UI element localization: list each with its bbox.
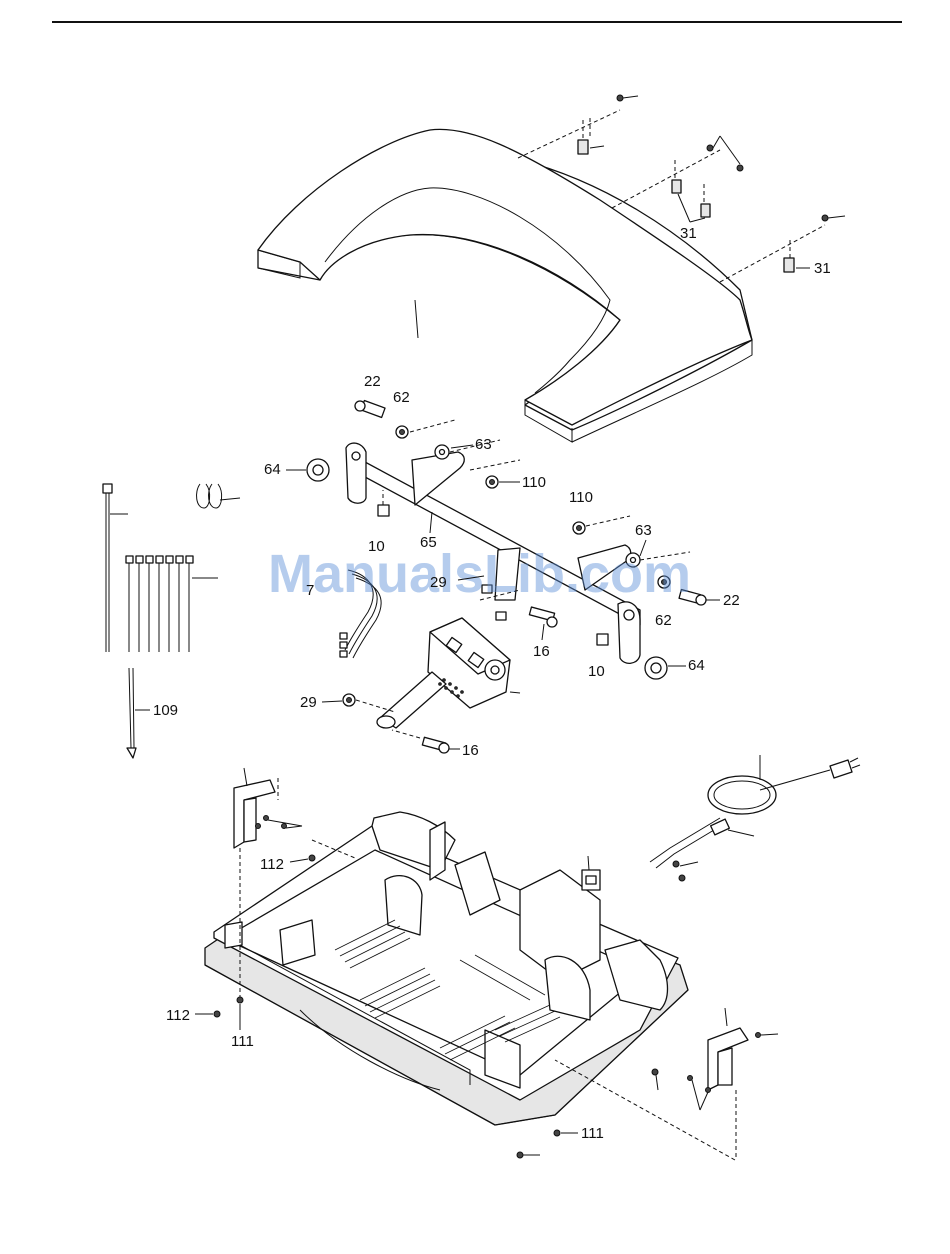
callout-110-middle: 110 xyxy=(569,489,593,506)
callout-29-lower: 29 xyxy=(300,694,317,711)
callout-7x: 7 xyxy=(306,582,314,599)
callout-16-upper: 16 xyxy=(533,643,550,660)
cable-ties xyxy=(103,484,240,652)
callout-63-right: 63 xyxy=(635,522,652,539)
motor-hood xyxy=(258,129,752,442)
callout-22-left: 22 xyxy=(364,373,381,390)
power-cord xyxy=(650,755,860,881)
callout-112-upper: 112 xyxy=(260,856,284,873)
callout-109: 109 xyxy=(153,702,178,719)
callout-22-right: 22 xyxy=(723,592,740,609)
callout-64-right: 64 xyxy=(688,657,705,674)
callout-65: 65 xyxy=(420,534,437,551)
callout-31-upper: 31 xyxy=(680,225,697,242)
callout-16-lower: 16 xyxy=(462,742,479,759)
short-ties xyxy=(126,556,218,652)
drive-motor xyxy=(377,618,520,728)
callout-10-right: 10 xyxy=(588,663,605,680)
callout-112-lower: 112 xyxy=(166,1007,190,1024)
callout-110-upper: 110 xyxy=(522,474,546,491)
callout-63-left: 63 xyxy=(475,436,492,453)
callout-64-left: 64 xyxy=(264,461,281,478)
callout-62-left: 62 xyxy=(393,389,410,406)
circuit-breaker xyxy=(582,856,600,890)
callout-31-lower: 31 xyxy=(814,260,831,277)
callout-29-upper: 29 xyxy=(430,574,447,591)
callout-111-right: 111 xyxy=(581,1125,604,1142)
tie-109 xyxy=(127,668,150,758)
motor-bolt-29 xyxy=(343,694,395,712)
callout-111-left: 111 xyxy=(231,1033,254,1050)
motor-bolt-16 xyxy=(392,730,449,753)
callout-10-left: 10 xyxy=(368,538,385,555)
watermark-text: ManualsLib.com xyxy=(268,544,691,604)
callout-62-right: 62 xyxy=(655,612,672,629)
